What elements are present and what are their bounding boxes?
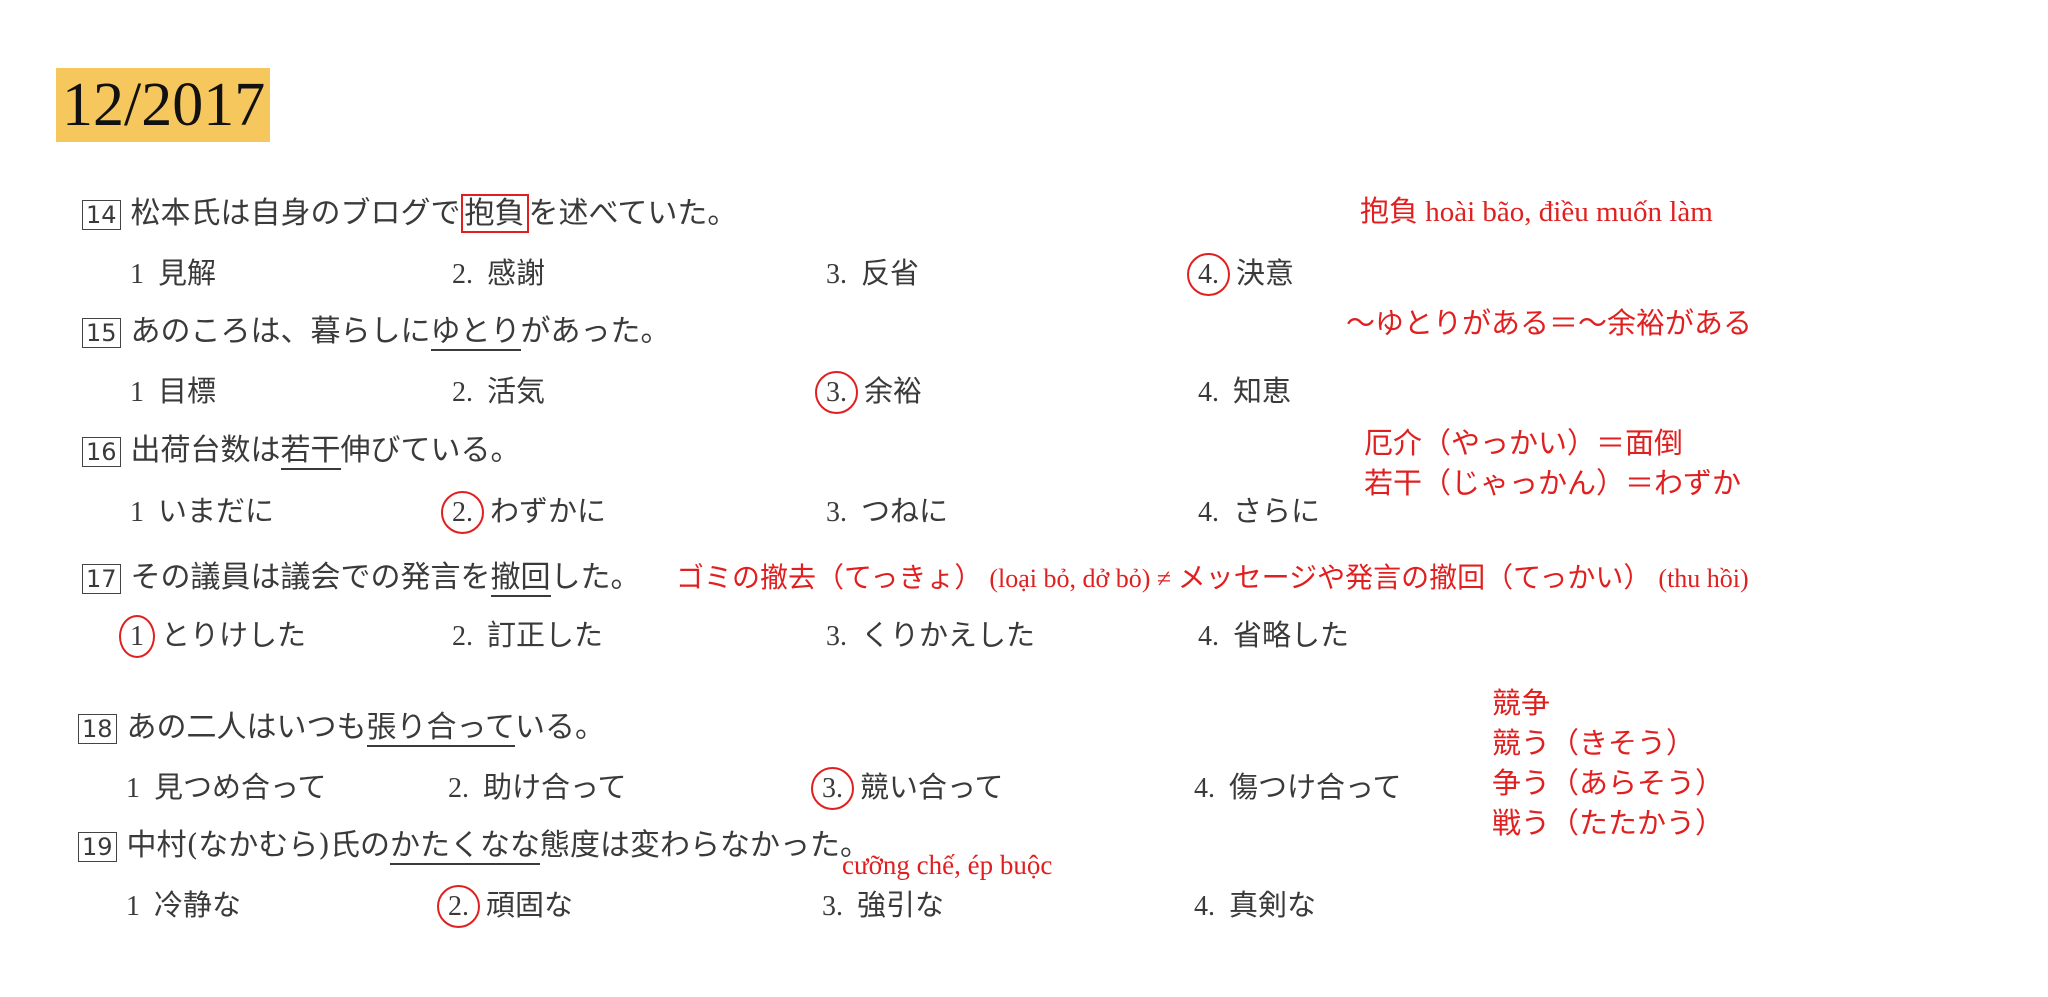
question-number: 15	[82, 318, 121, 348]
note-17: ゴミの撤去（てっきょ） (loại bỏ, dở bỏ) ≠ メッセージや発言の…	[676, 556, 1749, 596]
option-4-answer: 4.決意	[1187, 250, 1294, 296]
target-word: 若干	[280, 433, 341, 470]
option-2: 2.訂正した	[452, 618, 604, 652]
note-16-jakkan: 若干（じゃっかん）＝わずか	[1364, 468, 1742, 500]
option-2-answer: 2.わずかに	[441, 488, 606, 534]
option-3: 3.強引な	[822, 888, 945, 922]
question-number: 16	[82, 437, 121, 467]
option-3-answer: 3.競い合って	[811, 764, 1004, 810]
note-16-yakkai: 厄介（やっかい）＝面倒	[1364, 428, 1684, 460]
answer-circle: 2.	[437, 885, 480, 928]
target-word: ゆとり	[430, 314, 521, 351]
option-3: 3.くりかえした	[826, 618, 1036, 652]
question-number: 17	[82, 564, 121, 594]
note-18-kyousou: 競争	[1492, 688, 1551, 720]
option-4: 4.傷つけ合って	[1194, 770, 1402, 804]
note-14: 抱負 hoài bão, điều muốn làm	[1360, 196, 1713, 228]
answer-circle: 1	[119, 615, 155, 658]
option-3-answer: 3.余裕	[815, 368, 922, 414]
option-4: 4.真剣な	[1194, 888, 1317, 922]
note-17-tekkyo: ゴミの撤去（てっきょ）	[676, 563, 983, 594]
note-18-tatakau: 戦う（たたかう）	[1492, 808, 1725, 840]
option-2-answer: 2.頑固な	[437, 882, 573, 928]
answer-circle: 3.	[811, 767, 854, 810]
note-17-thuhoi: (thu hồi)	[1658, 564, 1749, 593]
option-2: 2.助け合って	[448, 770, 627, 804]
option-2: 2.活気	[452, 374, 546, 408]
question-number: 19	[78, 832, 117, 862]
question-number: 14	[82, 200, 121, 230]
target-word: 張り合って	[366, 710, 516, 747]
question-number: 18	[78, 714, 117, 744]
option-4: 4.知恵	[1198, 374, 1292, 408]
answer-circle: 3.	[815, 371, 858, 414]
note-18-kisou: 競う（きそう）	[1492, 728, 1696, 760]
option-3: 3.反省	[826, 256, 920, 290]
note-15: 〜ゆとりがある＝〜余裕がある	[1346, 308, 1753, 340]
target-word: かたくなな	[389, 828, 540, 865]
option-4: 4.省略した	[1198, 618, 1350, 652]
target-word: 抱負	[460, 194, 529, 233]
target-word: 撤回	[490, 560, 551, 597]
note-17-tekkai: メッセージや発言の撤回（てっかい）	[1177, 563, 1652, 594]
answer-circle: 4.	[1187, 253, 1230, 296]
date-label: 12/2017	[56, 68, 270, 142]
note-19: cưỡng chế, ép buộc	[842, 850, 1053, 880]
option-2: 2.感謝	[452, 256, 546, 290]
note-17-meaning: (loại bỏ, dở bỏ) ≠	[989, 564, 1178, 593]
option-4: 4.さらに	[1198, 494, 1321, 528]
option-3: 3.つねに	[826, 494, 949, 528]
answer-circle: 2.	[441, 491, 484, 534]
note-18-arasou: 争う（あらそう）	[1492, 768, 1725, 800]
